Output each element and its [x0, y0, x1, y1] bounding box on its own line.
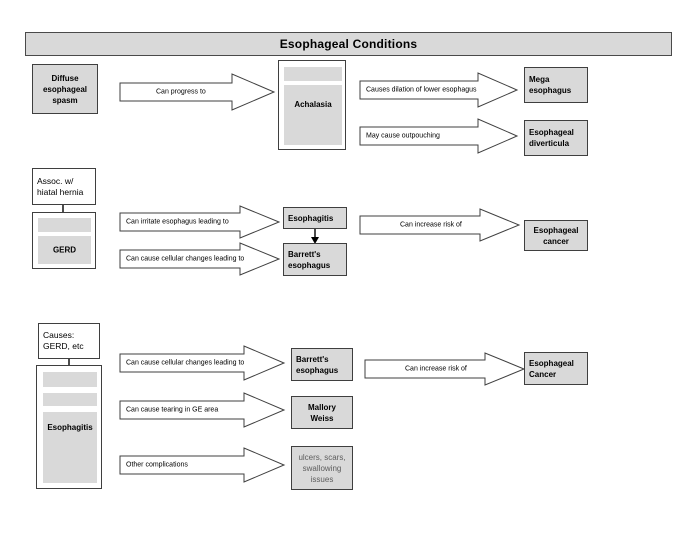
- arrow-label: Can progress to: [156, 88, 206, 96]
- box-label: Assoc. w/ hiatal hernia: [37, 175, 84, 197]
- page-title: Esophageal Conditions: [279, 37, 418, 51]
- arrow-label: Other complications: [126, 461, 188, 469]
- arrow-label: Can cause cellular changes leading to: [126, 255, 245, 263]
- box-label: GERD: [52, 245, 77, 255]
- esophagitis-band-main: Esophagitis: [43, 412, 97, 483]
- box-mega-esophagus: Mega esophagus: [524, 67, 588, 103]
- diagram-title-banner: Esophageal Conditions: [25, 32, 672, 56]
- box-causes-gerd-etc: Causes: GERD, etc: [38, 323, 100, 359]
- box-label: Esophageal Cancer: [529, 358, 574, 379]
- box-label: Esophageal cancer: [533, 225, 579, 246]
- box-label: Achalasia: [294, 100, 332, 109]
- box-label: Barrett's esophagus: [296, 354, 339, 375]
- box-esophageal-cancer-esophagitis: Esophageal Cancer: [524, 352, 588, 385]
- arrow-other-complications: Other complications: [119, 447, 286, 483]
- box-esophageal-cancer-gerd: Esophageal cancer: [524, 220, 588, 251]
- box-achalasia: Achalasia: [278, 60, 346, 150]
- box-label: Mallory Weiss: [307, 402, 336, 423]
- arrow-label: Causes dilation of lower esophagus: [366, 86, 477, 94]
- box-esophagitis-gerd: Esophagitis: [283, 207, 347, 229]
- arrow-can-cause-cellular-changes-esophagitis: Can cause cellular changes leading to: [119, 345, 286, 381]
- arrow-can-irritate-esophagus: Can irritate esophagus leading to: [119, 205, 281, 239]
- box-label: Barrett's esophagus: [288, 249, 331, 270]
- box-label: Causes: GERD, etc: [43, 330, 84, 351]
- arrow-may-cause-outpouching: May cause outpouching: [359, 118, 519, 154]
- box-mallory-weiss: Mallory Weiss: [291, 396, 353, 429]
- box-gerd: GERD: [32, 212, 96, 269]
- box-label: Esophagitis: [47, 423, 93, 432]
- arrow-label: May cause outpouching: [366, 132, 440, 140]
- box-label: Diffuse esophageal spasm: [42, 73, 87, 105]
- arrow-causes-dilation-of-lower-esophagus: Causes dilation of lower esophagus: [359, 72, 519, 108]
- arrow-can-increase-risk-of-esophagitis: Can increase risk of: [364, 352, 526, 386]
- gerd-band-main: GERD: [38, 236, 91, 264]
- box-esophageal-diverticula: Esophageal diverticula: [524, 120, 588, 156]
- arrow-label: Can irritate esophagus leading to: [126, 218, 229, 226]
- box-label: Esophageal diverticula: [529, 128, 574, 148]
- arrow-can-progress-to: Can progress to: [119, 73, 276, 111]
- arrow-can-cause-tearing-ge-area: Can cause tearing in GE area: [119, 392, 286, 428]
- box-label: ulcers, scars, swallowing issues: [298, 452, 346, 484]
- box-label: Esophagitis: [288, 213, 334, 223]
- arrow-label: Can increase risk of: [405, 365, 467, 373]
- arrow-label: Can increase risk of: [400, 221, 462, 229]
- box-other-complications-outcomes: ulcers, scars, swallowing issues: [291, 446, 353, 490]
- achalasia-band-top: [284, 67, 342, 81]
- box-label: Mega esophagus: [529, 75, 572, 95]
- gerd-band-top: [38, 218, 91, 232]
- arrow-can-increase-risk-of-gerd: Can increase risk of: [359, 208, 521, 242]
- box-esophagitis-source: Esophagitis: [36, 365, 102, 489]
- box-barretts-esophagus-gerd: Barrett's esophagus: [283, 243, 347, 276]
- esophagitis-band-1: [43, 372, 97, 387]
- arrow-can-cause-cellular-changes-gerd: Can cause cellular changes leading to: [119, 242, 281, 276]
- achalasia-band-main: Achalasia: [284, 85, 342, 145]
- arrow-label: Can cause tearing in GE area: [126, 406, 219, 414]
- box-diffuse-esophageal-spasm: Diffuse esophageal spasm: [32, 64, 98, 114]
- arrow-label: Can cause cellular changes leading to: [126, 359, 245, 367]
- connector-esophagitis-to-barretts: [308, 229, 322, 244]
- box-fill: Diffuse esophageal spasm: [33, 65, 97, 113]
- box-assoc-hiatal-hernia: Assoc. w/ hiatal hernia: [32, 168, 96, 205]
- box-barretts-esophagus-esophagitis: Barrett's esophagus: [291, 348, 353, 381]
- esophagitis-band-2: [43, 393, 97, 406]
